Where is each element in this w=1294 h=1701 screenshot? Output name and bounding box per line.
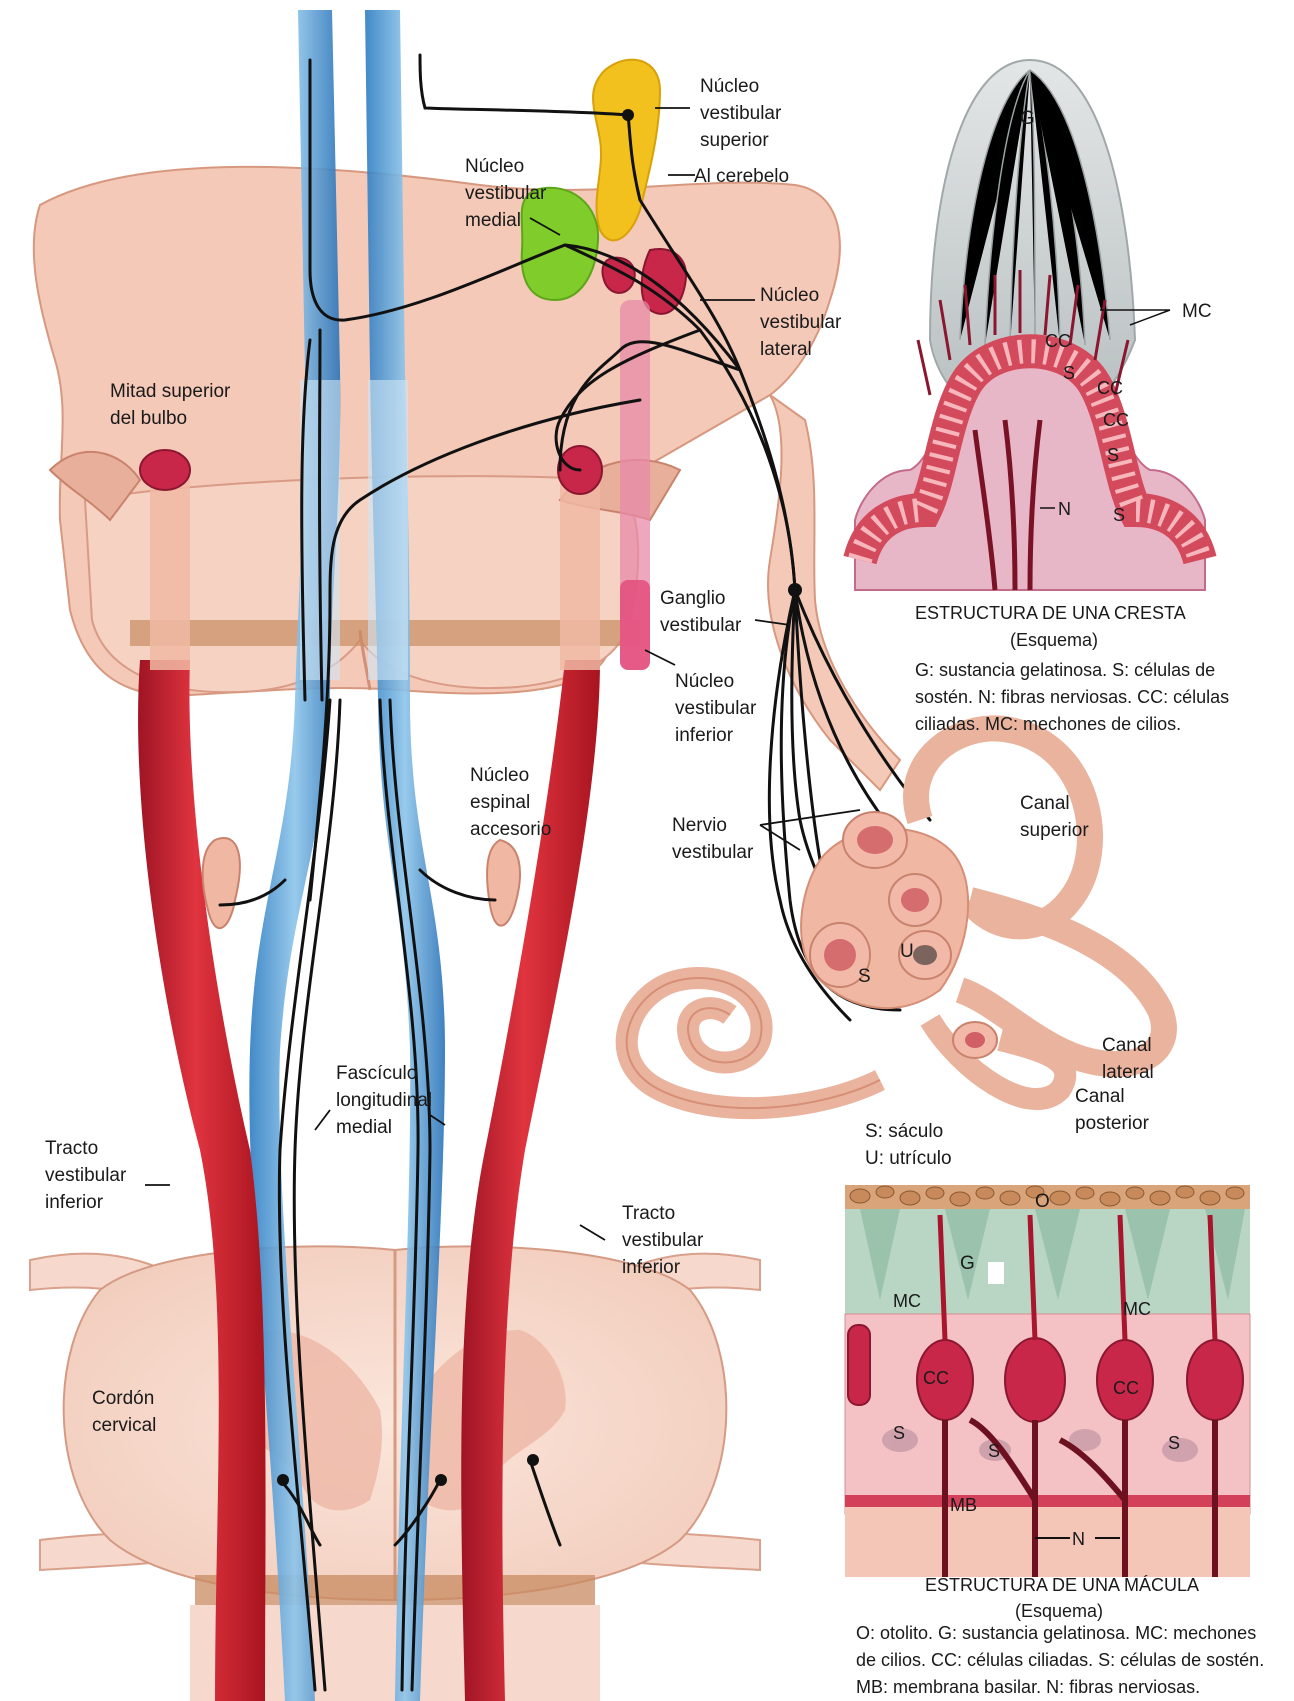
label-line: Ganglio	[660, 585, 741, 612]
label-line: Núcleo	[700, 73, 781, 100]
label-canal-superior: Canal superior	[1020, 790, 1089, 844]
macula-letter-cc: CC	[1113, 1375, 1139, 1401]
labyrinth	[627, 728, 1164, 1108]
label-labyrinth-s: S	[858, 963, 871, 990]
macula-diagram	[845, 1185, 1250, 1577]
label-fasciculo-longitudinal-medial: Fascículo longitudinal medial	[336, 1060, 432, 1141]
macula-letter-s: S	[893, 1420, 905, 1446]
label-mitad-superior-bulbo: Mitad superior del bulbo	[110, 378, 230, 432]
label-line: cervical	[92, 1412, 156, 1439]
cresta-letter-s: S	[1107, 442, 1119, 468]
cresta-title: ESTRUCTURA DE UNA CRESTA	[915, 600, 1186, 627]
label-line: posterior	[1075, 1110, 1149, 1137]
label-line: Núcleo	[760, 282, 841, 309]
label-nucleo-vestibular-lateral: Núcleo vestibular lateral	[760, 282, 841, 363]
label-canal-lateral: Canal lateral	[1102, 1032, 1154, 1086]
macula-letter-mc: MC	[1123, 1296, 1151, 1322]
label-line: vestibular	[465, 180, 546, 207]
caption-line: sostén. N: fibras nerviosas. CC: células	[915, 684, 1229, 711]
label-line: Cordón	[92, 1385, 156, 1412]
label-line: superior	[700, 127, 781, 154]
macula-letter-s: S	[988, 1438, 1000, 1464]
caption-line: O: otolito. G: sustancia gelatinosa. MC:…	[856, 1620, 1264, 1647]
cresta-letter-cc: CC	[1103, 407, 1129, 433]
cresta-letter-mc: MC	[1182, 298, 1212, 325]
label-line: inferior	[675, 722, 756, 749]
label-line: vestibular	[660, 612, 741, 639]
label-nucleo-vestibular-medial: Núcleo vestibular medial	[465, 153, 546, 234]
macula-title: ESTRUCTURA DE UNA MÁCULA	[925, 1572, 1199, 1599]
label-ganglio-vestibular: Ganglio vestibular	[660, 585, 741, 639]
label-line: Nervio	[672, 812, 753, 839]
macula-letter-mc: MC	[893, 1288, 921, 1314]
label-line: medial	[465, 207, 546, 234]
label-line: medial	[336, 1114, 432, 1141]
label-cordon-cervical: Cordón cervical	[92, 1385, 156, 1439]
cresta-letter-cc: CC	[1097, 375, 1123, 401]
label-labyrinth-u: U	[900, 938, 914, 965]
label-nucleo-vestibular-inferior: Núcleo vestibular inferior	[675, 668, 756, 749]
label-line: Canal	[1075, 1083, 1149, 1110]
macula-letter-s: S	[1168, 1430, 1180, 1456]
macula-letter-g: G	[960, 1250, 975, 1277]
macula-letter-cc: CC	[923, 1365, 949, 1391]
label-line: vestibular	[622, 1227, 703, 1254]
label-legend-utriculo: U: utrículo	[865, 1145, 952, 1172]
caption-line: de cilios. CC: células ciliadas. S: célu…	[856, 1647, 1264, 1674]
label-line: inferior	[45, 1189, 126, 1216]
label-line: longitudinal	[336, 1087, 432, 1114]
caption-line: MB: membrana basilar. N: fibras nerviosa…	[856, 1674, 1264, 1701]
label-nucleo-espinal-accesorio: Núcleo espinal accesorio	[470, 762, 551, 843]
label-line: vestibular	[675, 695, 756, 722]
label-line: superior	[1020, 817, 1089, 844]
cresta-letter-s: S	[1063, 360, 1075, 386]
label-line: Núcleo	[675, 668, 756, 695]
label-line: Canal	[1102, 1032, 1154, 1059]
label-canal-posterior: Canal posterior	[1075, 1083, 1149, 1137]
cresta-letter-s: S	[1113, 502, 1125, 528]
label-line: inferior	[622, 1254, 703, 1281]
label-nervio-vestibular: Nervio vestibular	[672, 812, 753, 866]
macula-letter-o: O	[1035, 1188, 1050, 1215]
label-line: Núcleo	[470, 762, 551, 789]
crista-diagram	[855, 60, 1205, 590]
label-line: accesorio	[470, 816, 551, 843]
cresta-description: G: sustancia gelatinosa. S: células de s…	[915, 657, 1229, 738]
label-nucleo-vestibular-superior: Núcleo vestibular superior	[700, 73, 781, 154]
label-line: espinal	[470, 789, 551, 816]
label-tracto-vestibular-inferior-right: Tracto vestibular inferior	[622, 1200, 703, 1281]
cresta-subtitle: (Esquema)	[1010, 627, 1098, 654]
label-line: Fascículo	[336, 1060, 432, 1087]
label-line: del bulbo	[110, 405, 230, 432]
cresta-letter-n: N	[1058, 496, 1071, 522]
label-line: lateral	[760, 336, 841, 363]
label-line: Canal	[1020, 790, 1089, 817]
label-line: lateral	[1102, 1059, 1154, 1086]
label-line: Mitad superior	[110, 378, 230, 405]
label-line: Tracto	[45, 1135, 126, 1162]
caption-line: ciliadas. MC: mechones de cilios.	[915, 711, 1229, 738]
label-line: Núcleo	[465, 153, 546, 180]
label-tracto-vestibular-inferior-left: Tracto vestibular inferior	[45, 1135, 126, 1216]
macula-letter-n: N	[1072, 1526, 1085, 1552]
cervical-cord-section	[30, 1246, 760, 1701]
cresta-letter-g: G	[1020, 105, 1035, 132]
label-line: Tracto	[622, 1200, 703, 1227]
caption-line: G: sustancia gelatinosa. S: células de	[915, 657, 1229, 684]
macula-description: O: otolito. G: sustancia gelatinosa. MC:…	[856, 1620, 1264, 1701]
cresta-letter-cc: CC	[1045, 328, 1071, 354]
label-legend-saculo: S: sáculo	[865, 1118, 943, 1145]
label-al-cerebelo: Al cerebelo	[694, 163, 789, 190]
label-line: vestibular	[45, 1162, 126, 1189]
label-line: vestibular	[760, 309, 841, 336]
label-line: vestibular	[672, 839, 753, 866]
label-line: vestibular	[700, 100, 781, 127]
macula-letter-mb: MB	[950, 1492, 977, 1518]
